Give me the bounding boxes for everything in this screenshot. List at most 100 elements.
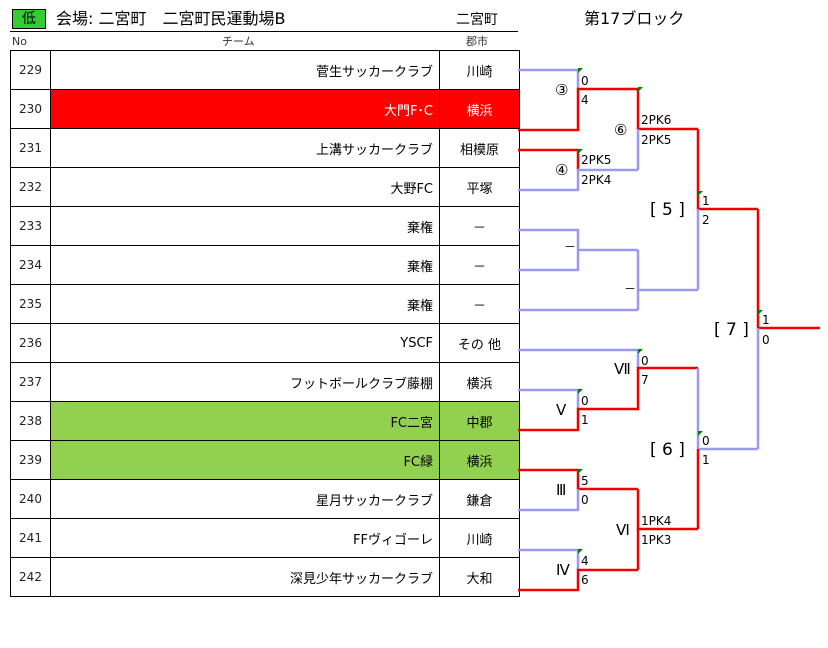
- match-label: ③: [555, 81, 569, 99]
- team-city: 鎌倉: [439, 479, 520, 519]
- team-name: 棄権: [50, 206, 440, 246]
- team-no: 235: [10, 284, 51, 324]
- team-city: 川崎: [439, 50, 520, 90]
- match-score: 0: [581, 493, 589, 507]
- team-name: フットボールクラブ藤棚: [50, 362, 440, 402]
- match-label: －: [624, 282, 637, 296]
- marker: [578, 389, 583, 394]
- match-label: [ 6 ]: [650, 440, 685, 460]
- column-header-team: チーム: [222, 35, 255, 48]
- match-label: Ⅶ: [614, 360, 631, 378]
- team-name: 棄権: [50, 245, 440, 285]
- team-name: 大門F･C: [50, 89, 440, 129]
- marker: [638, 349, 643, 354]
- team-name: 大野FC: [50, 167, 440, 207]
- match-score: 1: [702, 194, 710, 208]
- match-label: Ⅲ: [556, 481, 567, 499]
- match-score: 2PK4: [581, 173, 612, 187]
- team-no: 229: [10, 50, 51, 90]
- bracket-line: [518, 168, 638, 192]
- bracket-line: [518, 568, 638, 592]
- team-name: 星月サッカークラブ: [50, 479, 440, 519]
- match-score: 1PK4: [641, 514, 672, 528]
- match-label: －: [564, 240, 577, 254]
- match-label: ④: [555, 161, 569, 179]
- match-score: 0: [581, 74, 589, 88]
- column-header-city: 郡市: [466, 35, 488, 48]
- bracket-line: [518, 468, 638, 491]
- team-city: 相模原: [439, 128, 520, 168]
- marker: [578, 469, 583, 474]
- venue-title: 会場: 二宮町 二宮町民運動場B: [56, 9, 286, 28]
- match-label: [ 5 ]: [650, 200, 685, 220]
- team-no: 237: [10, 362, 51, 402]
- match-score: 1PK3: [641, 533, 672, 547]
- match-score: 2PK6: [641, 113, 672, 127]
- marker: [698, 431, 703, 436]
- match-score: 2PK5: [641, 133, 672, 147]
- bracket-line: [518, 87, 638, 132]
- marker: [638, 87, 643, 92]
- bracket-line: [518, 68, 580, 89]
- column-header-no: No: [12, 35, 27, 48]
- match-label: ⑥: [614, 121, 628, 139]
- team-city: －: [439, 245, 520, 285]
- match-score: 2: [702, 213, 710, 227]
- team-name: 深見少年サッカークラブ: [50, 557, 440, 597]
- match-label: Ⅳ: [556, 561, 570, 579]
- team-no: 238: [10, 401, 51, 441]
- team-city: 横浜: [439, 89, 520, 129]
- block-title: 第17ブロック: [584, 9, 685, 28]
- marker: [578, 149, 583, 154]
- bracket-line: [518, 489, 580, 512]
- bracket-line: [518, 388, 580, 409]
- match-score: 0: [762, 333, 770, 347]
- team-city: 平塚: [439, 167, 520, 207]
- team-no: 242: [10, 557, 51, 597]
- team-city: 中郡: [439, 401, 520, 441]
- marker: [698, 191, 703, 196]
- team-name: 棄権: [50, 284, 440, 324]
- marker: [578, 68, 583, 73]
- match-score: 6: [581, 573, 589, 587]
- match-label: Ⅵ: [616, 521, 630, 539]
- team-name: 上溝サッカークラブ: [50, 128, 440, 168]
- match-score: 4: [581, 554, 589, 568]
- match-score: 5: [581, 474, 589, 488]
- match-label: [ 7 ]: [714, 320, 749, 340]
- bracket-line: [636, 250, 698, 292]
- team-no: 240: [10, 479, 51, 519]
- match-score: 0: [702, 434, 710, 448]
- match-score: 2PK5: [581, 153, 612, 167]
- header-divider: [10, 31, 518, 32]
- team-no: 231: [10, 128, 51, 168]
- team-no: 233: [10, 206, 51, 246]
- match-score: 0: [581, 394, 589, 408]
- bracket-line: [518, 148, 580, 170]
- marker: [758, 310, 763, 315]
- bracket-line: [518, 366, 698, 432]
- team-no: 232: [10, 167, 51, 207]
- match-score: 1: [581, 413, 589, 427]
- team-no: 239: [10, 440, 51, 480]
- match-score: 1: [702, 453, 710, 467]
- team-city: 大和: [439, 557, 520, 597]
- match-score: 0: [641, 354, 649, 368]
- team-city: －: [439, 206, 520, 246]
- grade-badge: 低: [12, 9, 46, 29]
- team-city: その 他: [439, 323, 520, 363]
- team-city: 川崎: [439, 518, 520, 558]
- bracket-line: [756, 209, 820, 330]
- region-label: 二宮町: [456, 12, 498, 28]
